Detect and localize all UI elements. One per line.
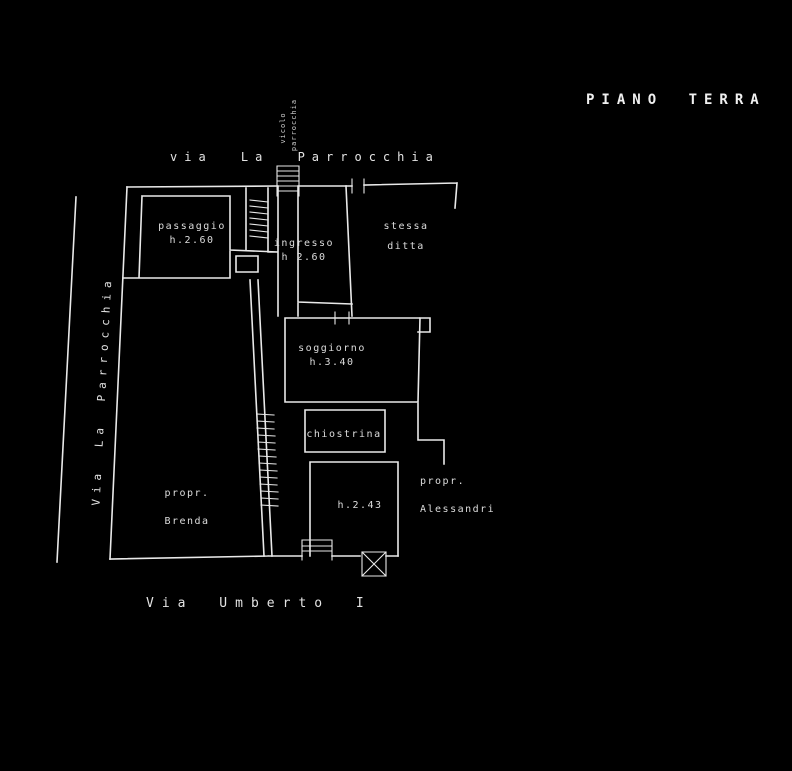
crossed-box [361, 551, 387, 577]
street-label-top: via La Parrocchia [170, 150, 440, 164]
street-label-bottom: Via Umberto I [146, 596, 372, 611]
owner-label-brenda: propr. Brenda [152, 480, 222, 536]
same-firm-line2: ditta [387, 241, 425, 252]
room-living-name: soggiorno [298, 343, 366, 354]
road-lines [56, 186, 128, 563]
room-h243-height: h.2.43 [337, 500, 383, 511]
room-label-courtyard: chiostrina [302, 428, 386, 442]
room-label-h243: h.2.43 [328, 499, 392, 513]
owner-label-alessandri: propr. Alessandri [420, 468, 520, 524]
interior-walls [122, 185, 445, 557]
room-passage-name: passaggio [158, 221, 226, 232]
room-passage-height: h.2.60 [169, 235, 215, 246]
same-firm-line1: stessa [383, 221, 429, 232]
owner-brenda-line2: Brenda [164, 516, 210, 527]
room-courtyard-name: chiostrina [306, 429, 382, 440]
owner-brenda-line1: propr. [164, 488, 210, 499]
owner-alessandri-line2: Alessandri [420, 504, 496, 515]
plan-title: PIANO TERRA [586, 92, 766, 108]
upper-room-hatching [249, 199, 269, 239]
outer-walls [109, 182, 458, 560]
room-living-height: h.3.40 [309, 357, 355, 368]
alley-label-1: vicolo [279, 112, 287, 144]
room-entrance-name: ingresso [273, 238, 335, 249]
alley-label-2: parrocchia [290, 98, 298, 152]
alley-stairs-hatching [276, 165, 300, 197]
room-label-same-firm: stessa ditta [374, 217, 438, 257]
room-label-entrance: ingresso h 2.60 [262, 237, 346, 265]
room-entrance-height: h 2.60 [281, 252, 327, 263]
room-label-passage: passaggio h.2.60 [146, 220, 238, 248]
owner-alessandri-line1: propr. [420, 476, 466, 487]
entry-steps [301, 539, 333, 561]
room-label-living: soggiorno h.3.40 [290, 342, 374, 370]
door-opening-ticks [334, 178, 365, 325]
main-staircase-hatching [256, 413, 279, 507]
